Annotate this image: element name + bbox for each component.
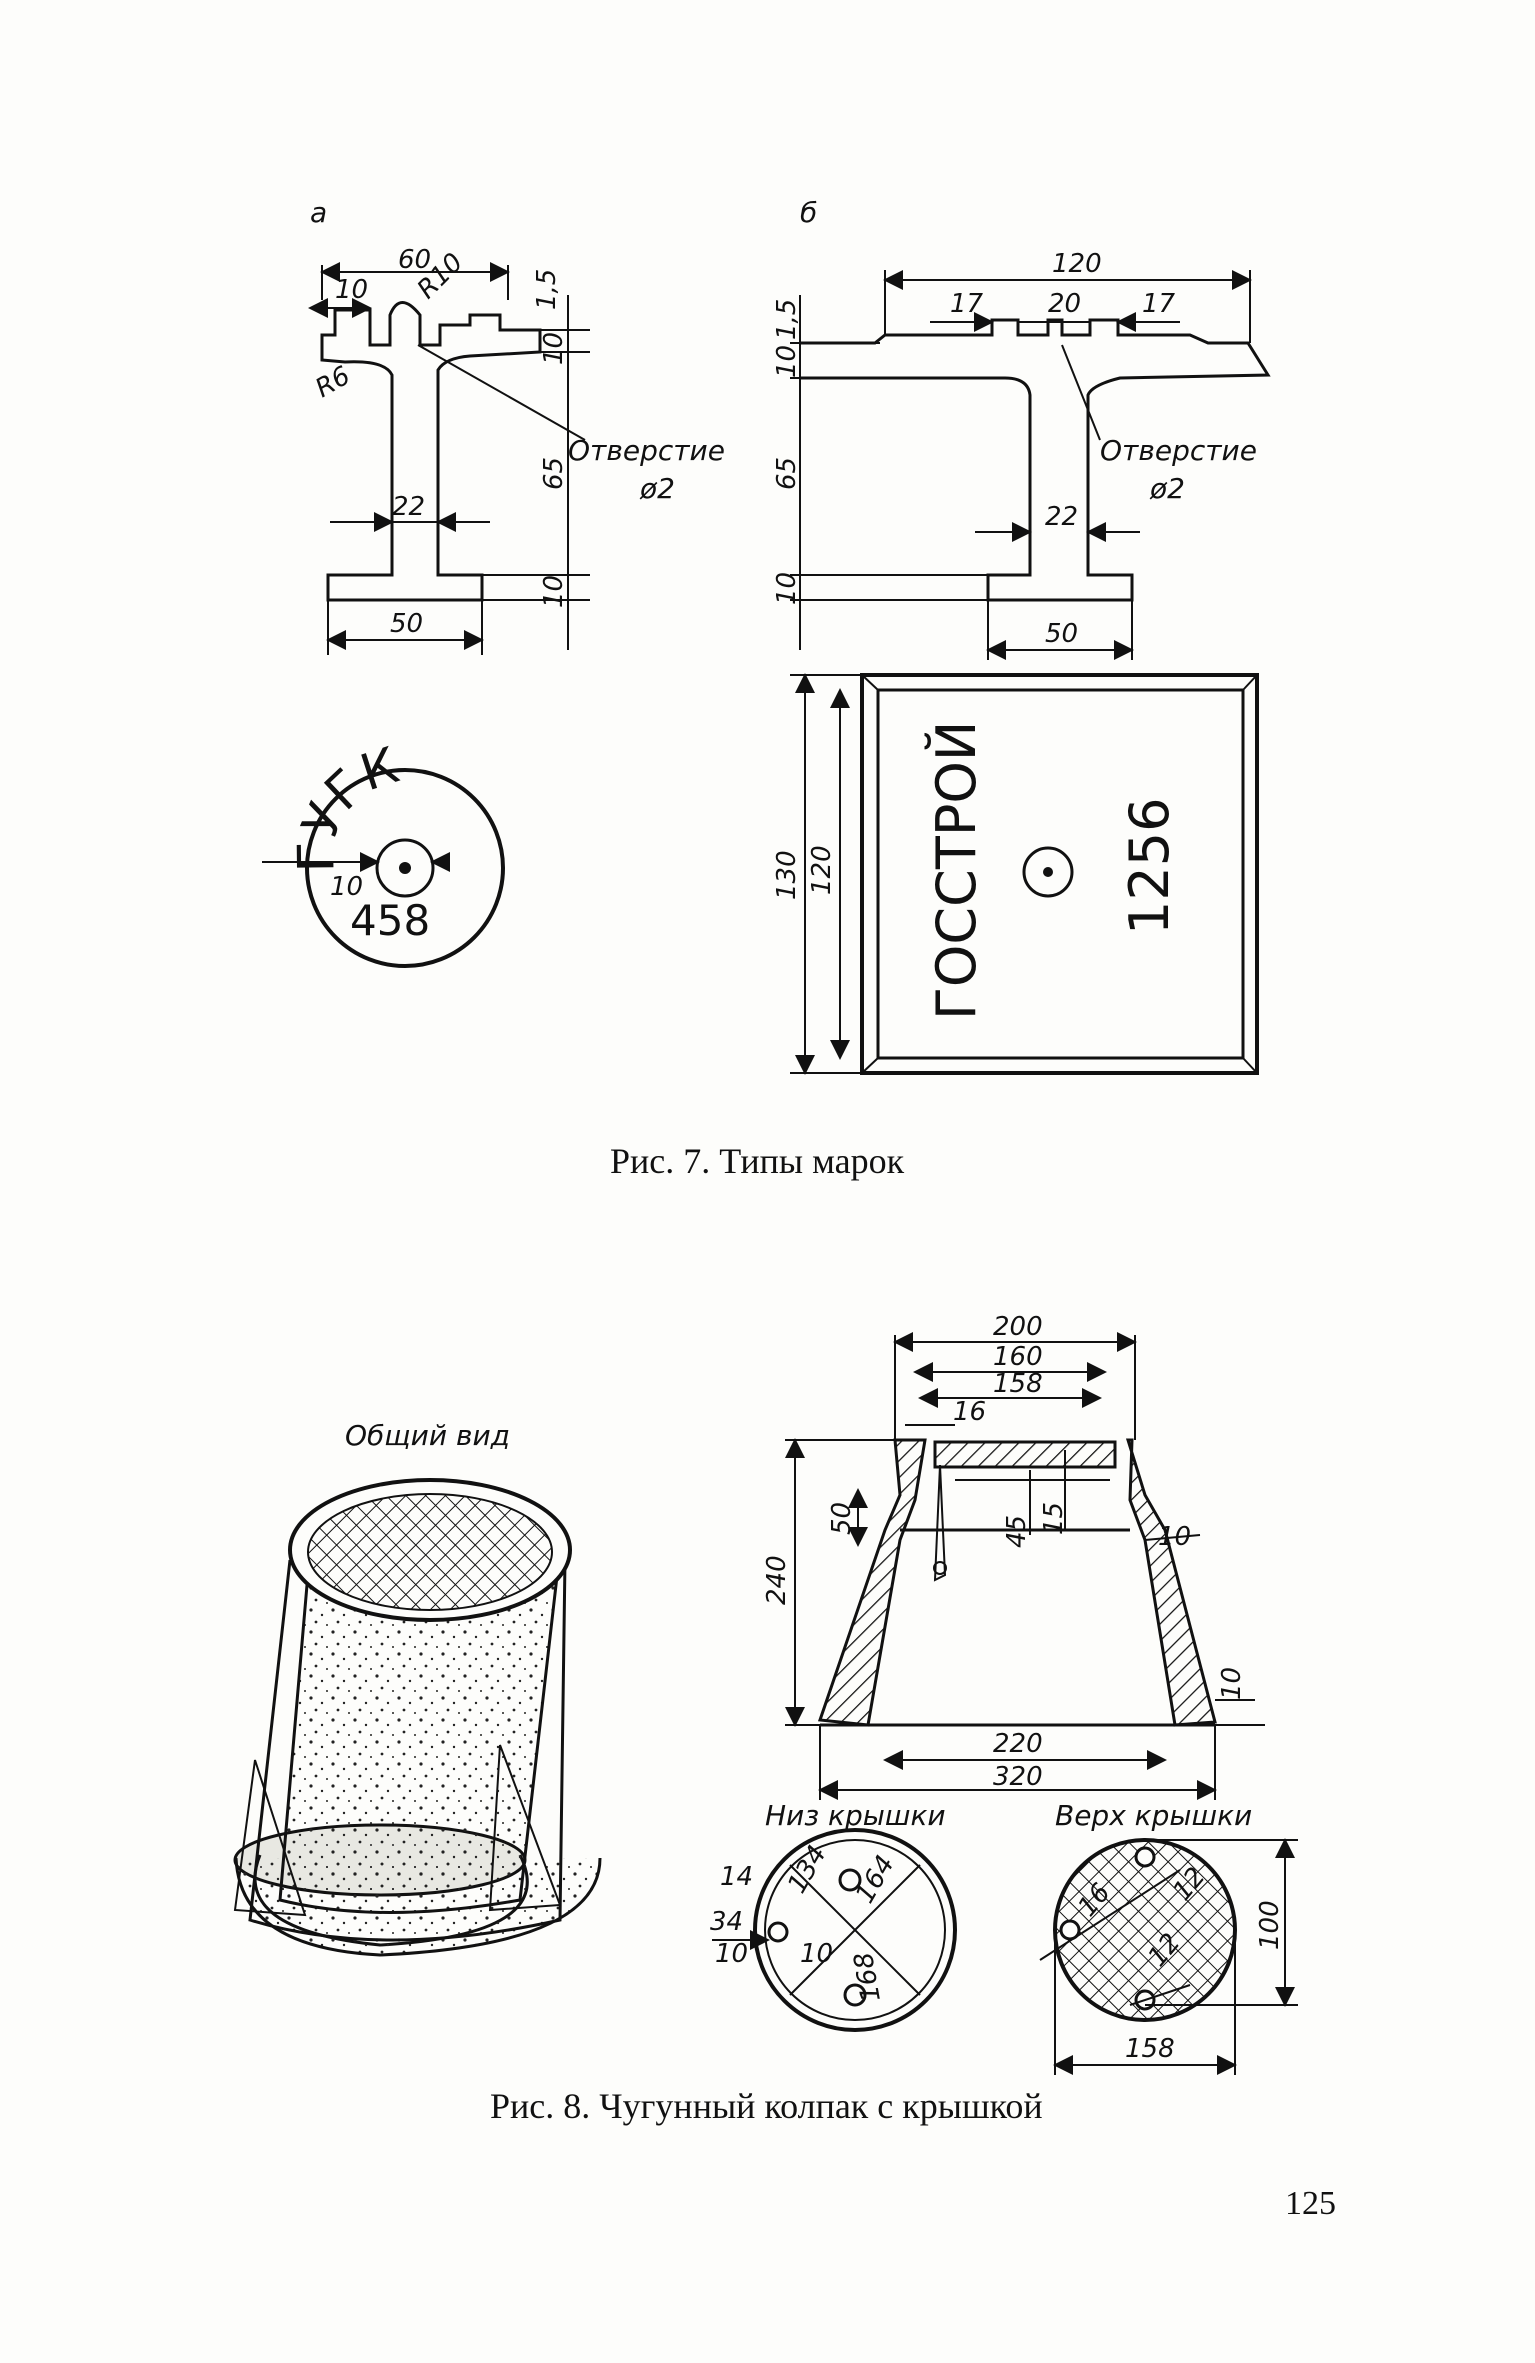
lid-bottom-label: Низ крышки (765, 1799, 946, 1832)
lid-top-dim-100: 100 (1255, 1900, 1285, 1950)
fig7b-hole-dia: ø2 (1149, 472, 1185, 505)
fig7b-dim-10-top: 10 (772, 345, 802, 378)
fig8-caption: Рис. 8. Чугунный колпак с крышкой (490, 2086, 1043, 2126)
fig8-section: 200 160 158 16 240 50 45 15 10 10 220 32… (762, 1312, 1265, 1800)
lid-top-dim-158: 158 (1125, 2034, 1175, 2064)
square-stamp-number: 1256 (1118, 798, 1181, 935)
section-dim-10-base: 10 (1217, 1667, 1247, 1700)
fig7b-dim-20: 20 (1048, 289, 1081, 319)
section-dim-10-wall: 10 (1158, 1522, 1191, 1552)
fig7b-dim-1-5: 1,5 (772, 299, 802, 340)
fig7a-dim-50: 50 (390, 609, 423, 639)
square-stamp: ГОССТРОЙ 1256 130 120 (772, 673, 1259, 1075)
section-dim-320: 320 (993, 1762, 1043, 1792)
fig7a-dim-10: 10 (335, 275, 368, 305)
fig7a-drawing: а 60 10 R10 R6 1,5 10 65 10 22 50 От (308, 196, 725, 655)
lid-bottom-dim-14: 14 (720, 1862, 753, 1892)
section-dim-158: 158 (993, 1369, 1043, 1399)
lid-top-view: Верх крышки 16 12 12 100 158 (1039, 1799, 1298, 2075)
page-number: 125 (1285, 2185, 1336, 2222)
lid-bottom-dim-168: 168 (849, 1950, 887, 2004)
square-stamp-dim-120: 120 (807, 845, 837, 895)
fig7b-dim-50: 50 (1045, 619, 1078, 649)
lid-bottom-dim-34: 34 (710, 1907, 743, 1937)
fig7a-dim-10-bottom: 10 (539, 575, 569, 608)
fig7a-dim-r6: R6 (311, 361, 356, 404)
section-dim-200: 200 (993, 1312, 1043, 1342)
round-stamp-top-text: ГУГК (287, 736, 405, 873)
lid-bottom-dim-10a: 10 (715, 1939, 748, 1969)
fig7a-dim-1-5: 1,5 (532, 269, 562, 310)
fig7b-label: б (800, 196, 817, 229)
lid-bottom-dim-164: 164 (850, 1851, 901, 1909)
round-stamp: ГУГК 458 10 (262, 736, 505, 968)
section-dim-50: 50 (827, 1502, 857, 1535)
fig7-caption: Рис. 7. Типы марок (610, 1141, 905, 1181)
square-stamp-dim-130: 130 (772, 850, 802, 900)
section-dim-15: 15 (1039, 1502, 1069, 1535)
section-dim-45: 45 (1002, 1515, 1032, 1548)
fig7a-label: а (310, 196, 327, 229)
fig7b-dim-17-left: 17 (950, 289, 984, 319)
round-stamp-number: 458 (350, 896, 430, 945)
section-dim-220: 220 (993, 1729, 1043, 1759)
fig7a-dim-10-right: 10 (539, 332, 569, 365)
fig7b-dim-17-right: 17 (1142, 289, 1176, 319)
fig7b-dim-120: 120 (1052, 249, 1102, 279)
fig7a-hole-dia: ø2 (639, 472, 675, 505)
fig7a-hole-label: Отверстие (568, 434, 725, 467)
general-view-label: Общий вид (345, 1419, 510, 1452)
lid-top-label: Верх крышки (1055, 1799, 1252, 1832)
fig7a-dim-22: 22 (392, 492, 425, 522)
fig7b-drawing: б 120 17 20 17 1,5 10 65 10 22 50 Отверс… (772, 196, 1271, 660)
lid-bottom-dim-10b: 10 (800, 1939, 833, 1969)
round-stamp-dim-10: 10 (330, 872, 363, 902)
section-dim-160: 160 (993, 1342, 1043, 1372)
section-dim-240: 240 (762, 1555, 792, 1605)
lid-bottom-view: Низ крышки 14 34 10 10 134 164 168 (710, 1799, 957, 2032)
section-dim-16: 16 (953, 1397, 986, 1427)
fig7a-dim-60: 60 (398, 245, 431, 275)
fig7a-profile (320, 301, 542, 602)
fig7b-dim-10-bottom: 10 (772, 572, 802, 605)
fig7a-dim-65: 65 (539, 457, 569, 490)
fig8-general-view: Общий вид (233, 1419, 602, 1957)
square-stamp-org: ГОССТРОЙ (925, 721, 988, 1020)
fig7b-hole-label: Отверстие (1100, 434, 1257, 467)
lid-bottom-dim-134: 134 (782, 1841, 833, 1899)
fig7b-dim-22: 22 (1045, 502, 1078, 532)
fig7b-dim-65: 65 (772, 457, 802, 490)
